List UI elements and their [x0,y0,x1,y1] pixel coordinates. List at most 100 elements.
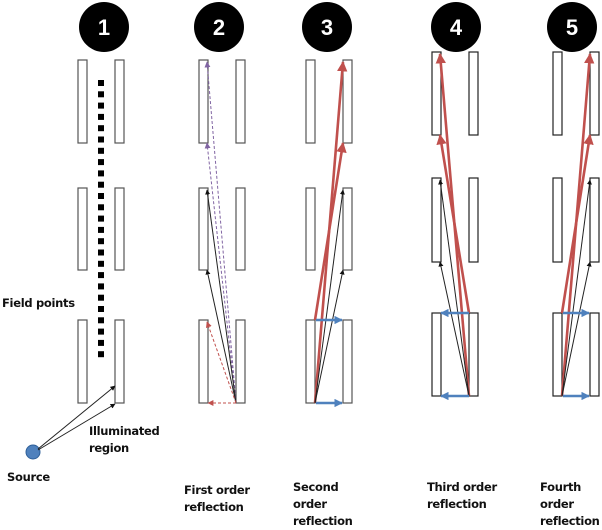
wall-right-segment [235,319,246,404]
direct-ray [561,261,592,397]
wall-left-segment [198,59,209,144]
wall-left-segment [77,187,88,271]
caption-line: reflection [427,497,487,511]
wall-left-segment [198,319,209,404]
wall-left-segment [431,177,442,263]
wall-right-segment [589,51,600,136]
rays [25,52,595,460]
wall-right-segment [114,59,125,144]
illuminated-region-line-2: region [89,441,129,455]
direct-ray [205,189,237,404]
field-point [98,102,104,109]
panel-number-2: 2 [213,15,225,40]
wall-right-segment [342,319,353,404]
wall-right-segment [114,187,125,271]
direct-ray [438,261,470,397]
source-point [25,444,41,460]
direct-ray [438,179,470,397]
field-point [98,215,104,222]
caption-panel-2: First order reflection [184,482,250,516]
field-point [98,125,104,132]
wall-right-segment [114,319,125,404]
caption-panel-4: Third order reflection [427,479,497,513]
illuminated-region-label: Illuminated region [89,423,160,457]
illumination-ray [37,385,116,450]
field-point [98,238,104,245]
second-order-ray [204,142,237,404]
field-point [98,159,104,166]
wall-right-segment [589,312,600,397]
wall-left-segment [77,59,88,144]
illuminated-region-line-1: Illuminated [89,424,160,438]
caption-line: Second [293,480,339,494]
field-point [98,193,104,199]
wall-left-segment [305,187,316,271]
caption-line: First order [184,483,250,497]
field-point [98,226,104,233]
panel-badge-5 [547,2,597,52]
field-point [98,260,104,267]
field-point [98,294,104,301]
wall-right-segment [589,177,600,263]
caption-line: order [540,497,574,511]
caption-panel-3: Second order reflection [293,479,353,530]
wall-right-segment [342,59,353,144]
caption-line: reflection [184,500,244,514]
field-point [98,80,104,86]
direct-ray [314,189,345,404]
field-points-label: Field points [2,295,75,312]
wall-right-segment [468,51,479,136]
caption-line: Third order [427,480,497,494]
field-point [98,136,104,143]
wall-right-segment [235,59,246,144]
panel-badge-3 [302,2,352,52]
illumination-ray [37,403,116,451]
panel-badge-2 [194,2,244,52]
wall-right-segment [235,187,246,271]
second-order-ray [204,61,237,404]
field-point [98,170,104,177]
field-point [98,181,104,188]
wall-right-segment [342,187,353,271]
panel-badge-4 [431,2,481,52]
panel-badge-1 [79,2,129,52]
field-point [98,113,104,120]
field-point [98,317,104,324]
field-point [98,283,104,290]
field-point [98,306,104,312]
field-point [98,272,104,279]
field-point [98,351,104,358]
wall-left-segment [431,312,442,397]
field-point [98,328,104,335]
source-label: Source [7,469,50,486]
wall-right-segment [468,312,479,397]
caption-line: order [293,497,327,511]
caption-line: reflection [293,514,353,528]
direct-ray [314,269,345,404]
direct-ray [561,179,592,397]
wall-right-segment [468,177,479,263]
wall-left-segment [77,319,88,404]
reflected-ray [560,133,594,314]
panel-number-1: 1 [98,15,110,40]
wall-left-segment [305,59,316,144]
field-point [98,204,104,211]
wall-left-segment [305,319,316,404]
field-point [98,339,104,346]
wall-left-segment [552,312,563,397]
panel-number-4: 4 [450,15,463,40]
reflected-ray [313,141,347,321]
caption-line: Fourth [540,480,582,494]
caption-line: reflection [540,514,600,528]
reflected-ray [436,133,471,314]
first-order-ray [205,321,237,404]
wall-segments [77,51,600,404]
field-point [98,147,104,154]
panel-number-5: 5 [566,15,578,40]
wall-left-segment [198,187,209,271]
wall-left-segment [552,177,563,263]
wall-left-segment [552,51,563,136]
field-point [98,249,104,256]
